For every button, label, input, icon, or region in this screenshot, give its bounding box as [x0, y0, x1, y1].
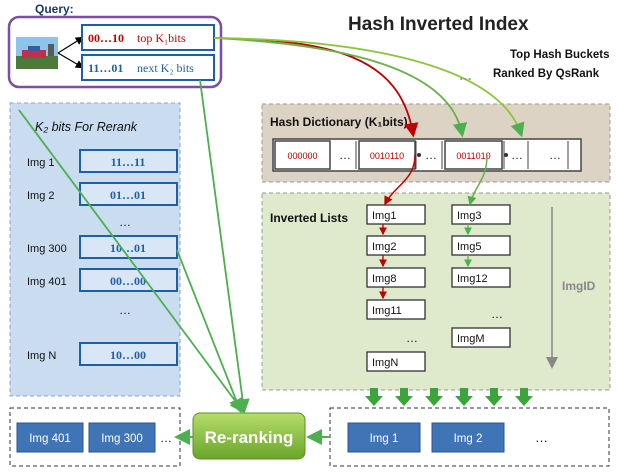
reranked-result-box	[16, 422, 84, 453]
inverted-list-item	[451, 204, 511, 225]
inverted-list-item-label: Img8	[372, 273, 396, 285]
inverted-list-item	[366, 204, 426, 225]
query-box: Query: 00…10 top K₁bits 11…01 next K₂ bi…	[7, 2, 223, 89]
output-result-label: Img 2	[454, 433, 483, 445]
arrow-dict-to-list1	[384, 154, 416, 206]
output-left-box: Img 401 Img 300 …	[9, 407, 181, 467]
rerank-row-code: 10…01	[110, 241, 146, 255]
inverted-list-item-label: ImgN	[372, 357, 398, 369]
inverted-list-item	[451, 327, 511, 348]
down-arrows-group	[365, 388, 533, 406]
dict-cell-text: 0011010	[456, 151, 490, 161]
down-arrow	[485, 388, 503, 406]
dict-cell-text: …	[425, 148, 437, 162]
inverted-list-item-label: Img2	[372, 241, 396, 253]
query-arrow-next	[57, 52, 85, 69]
arrow-panel-to-rerank	[18, 109, 245, 413]
arrow-query-to-bucket2	[213, 37, 468, 138]
down-arrow	[365, 388, 383, 406]
reranked-result-box	[88, 422, 156, 453]
query-next-text: next K₂ bits	[137, 61, 194, 75]
inverted-list-item-label: Img12	[457, 273, 488, 285]
reranked-result-label: Img 300	[101, 433, 143, 445]
rerank-row-code: 10…00	[110, 348, 146, 362]
rerank-row-code: 11…11	[111, 155, 146, 169]
arrow-query-to-bucket3	[213, 37, 525, 138]
rerank-panel-title: K₂ bits For Rerank	[35, 120, 138, 134]
rerank-row-label: Img 1	[27, 157, 55, 169]
inverted-list-item	[366, 235, 426, 256]
down-arrow	[515, 388, 533, 406]
arrow-img300-to-rerank	[176, 249, 243, 414]
rerank-row-label: Img 300	[27, 243, 67, 255]
inverted-list-item	[451, 267, 511, 288]
inverted-list-item	[366, 299, 426, 320]
output-left-ellipsis: …	[160, 431, 172, 445]
rerank-row-code-box	[79, 149, 178, 173]
query-next-code: 11…01	[88, 61, 123, 75]
dict-cell-text: …	[511, 148, 523, 162]
output-result-box	[431, 422, 505, 453]
output-result-box	[347, 422, 421, 453]
inv-ellipsis-1: …	[406, 331, 418, 345]
dict-cell-text: …	[549, 148, 561, 162]
rerank-row-code-box	[79, 182, 178, 206]
green-dots: …	[459, 68, 472, 83]
rerank-row-code: 00…00	[110, 274, 146, 288]
rerank-row-label: Img N	[27, 350, 56, 362]
output-right-box: Img 1 Img 2 …	[329, 407, 610, 467]
inverted-list-item-label: Img3	[457, 210, 481, 222]
inverted-lists-title: Inverted Lists	[270, 211, 348, 225]
down-arrow	[455, 388, 473, 406]
rerank-row-label: Img 401	[27, 276, 67, 288]
query-top-bits-box	[81, 24, 215, 51]
query-top-code: 00…10	[88, 31, 124, 45]
inverted-list-item-label: Img5	[457, 241, 481, 253]
rerank-row-code-box	[79, 268, 178, 292]
rerank-row-code: 01…01	[110, 188, 146, 202]
dict-cell	[444, 140, 503, 170]
inverted-list-item-label: Img11	[372, 305, 402, 317]
dict-pointer-dot	[417, 153, 421, 157]
hash-dictionary-title: Hash Dictionary (K₁bits)	[270, 115, 408, 129]
arrow-dict-to-list2	[467, 154, 488, 206]
query-next-bits-box	[81, 54, 215, 81]
subtitle-line1: Top Hash Buckets	[510, 49, 609, 61]
rerank-row-label: Img 2	[27, 190, 55, 202]
inverted-list-item-label: Img1	[372, 210, 396, 222]
down-arrow	[425, 388, 443, 406]
dict-cell	[274, 140, 331, 170]
output-result-label: Img 1	[370, 433, 399, 445]
dict-cell-text: …	[339, 148, 351, 162]
query-top-text: top K₁bits	[137, 31, 186, 45]
reranked-result-label: Img 401	[29, 433, 71, 445]
subtitle-line2: Ranked By QsRank	[493, 68, 600, 80]
output-right-ellipsis: …	[535, 430, 548, 445]
arrow-next-bits-to-rerank	[199, 79, 250, 414]
inverted-list-item	[451, 235, 511, 256]
rerank-ellipsis-1: …	[119, 215, 131, 229]
query-image	[16, 37, 58, 69]
hash-dictionary: Hash Dictionary (K₁bits) 000000 … 0010110 ……	[261, 103, 611, 183]
dict-pointer-dot	[504, 153, 508, 157]
reranking-label: Re-ranking	[205, 428, 294, 447]
query-label: Query:	[35, 2, 74, 16]
inverted-list-item-label: ImgM	[457, 333, 485, 345]
dict-cell-text: 000000	[287, 151, 317, 161]
down-arrow	[395, 388, 413, 406]
query-arrow-top	[57, 36, 85, 54]
inverted-list-item	[366, 351, 426, 372]
diagram-title: Hash Inverted Index	[348, 14, 529, 35]
dict-cell-text: 0010110	[370, 151, 404, 161]
rerank-ellipsis-2: …	[119, 303, 131, 317]
imgid-axis-label: ImgID	[562, 279, 596, 293]
reranking-node: Re-ranking	[192, 412, 306, 460]
inv-ellipsis-2: …	[491, 307, 503, 321]
rerank-row-code-box	[79, 342, 178, 366]
inverted-list-item	[366, 267, 426, 288]
